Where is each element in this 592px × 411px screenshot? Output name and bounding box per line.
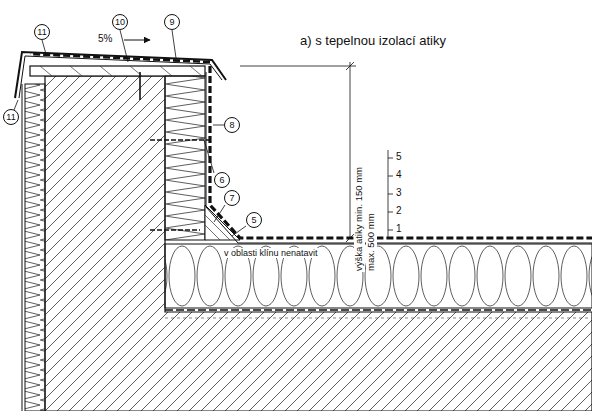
dimension-line: [240, 62, 356, 242]
layer-bracket: [388, 150, 393, 238]
label: 1: [395, 223, 403, 235]
label: 4: [395, 169, 403, 181]
parapet-insulation: [165, 76, 205, 240]
callout-number: 8: [224, 117, 240, 133]
board: [30, 66, 205, 76]
callout-number: 9: [164, 14, 180, 30]
label: 5%: [97, 33, 113, 45]
callout-number: 7: [224, 190, 240, 206]
callout-number: 10: [112, 14, 128, 30]
label: 3: [395, 187, 403, 199]
note: v oblasti klínu nenatavit: [222, 248, 320, 258]
coping: [15, 52, 226, 98]
dimension-text: výška atiky min. 150 mm: [354, 166, 365, 272]
title: a) s tepelnou izolací atiky: [300, 34, 446, 49]
leader-lines: [14, 30, 246, 236]
label: 5: [395, 151, 403, 163]
label: 2: [395, 205, 403, 217]
dimension-text: max. 500 mm: [366, 212, 377, 272]
wedge: [205, 205, 240, 240]
callout-number: 6: [214, 172, 230, 188]
callout-number: 5: [246, 212, 262, 228]
membrane: [210, 66, 592, 238]
callout-number: 11: [3, 109, 19, 125]
roof-insulation: [165, 244, 592, 308]
callout-number: 11: [34, 24, 50, 40]
wall-insulation: [25, 84, 45, 411]
